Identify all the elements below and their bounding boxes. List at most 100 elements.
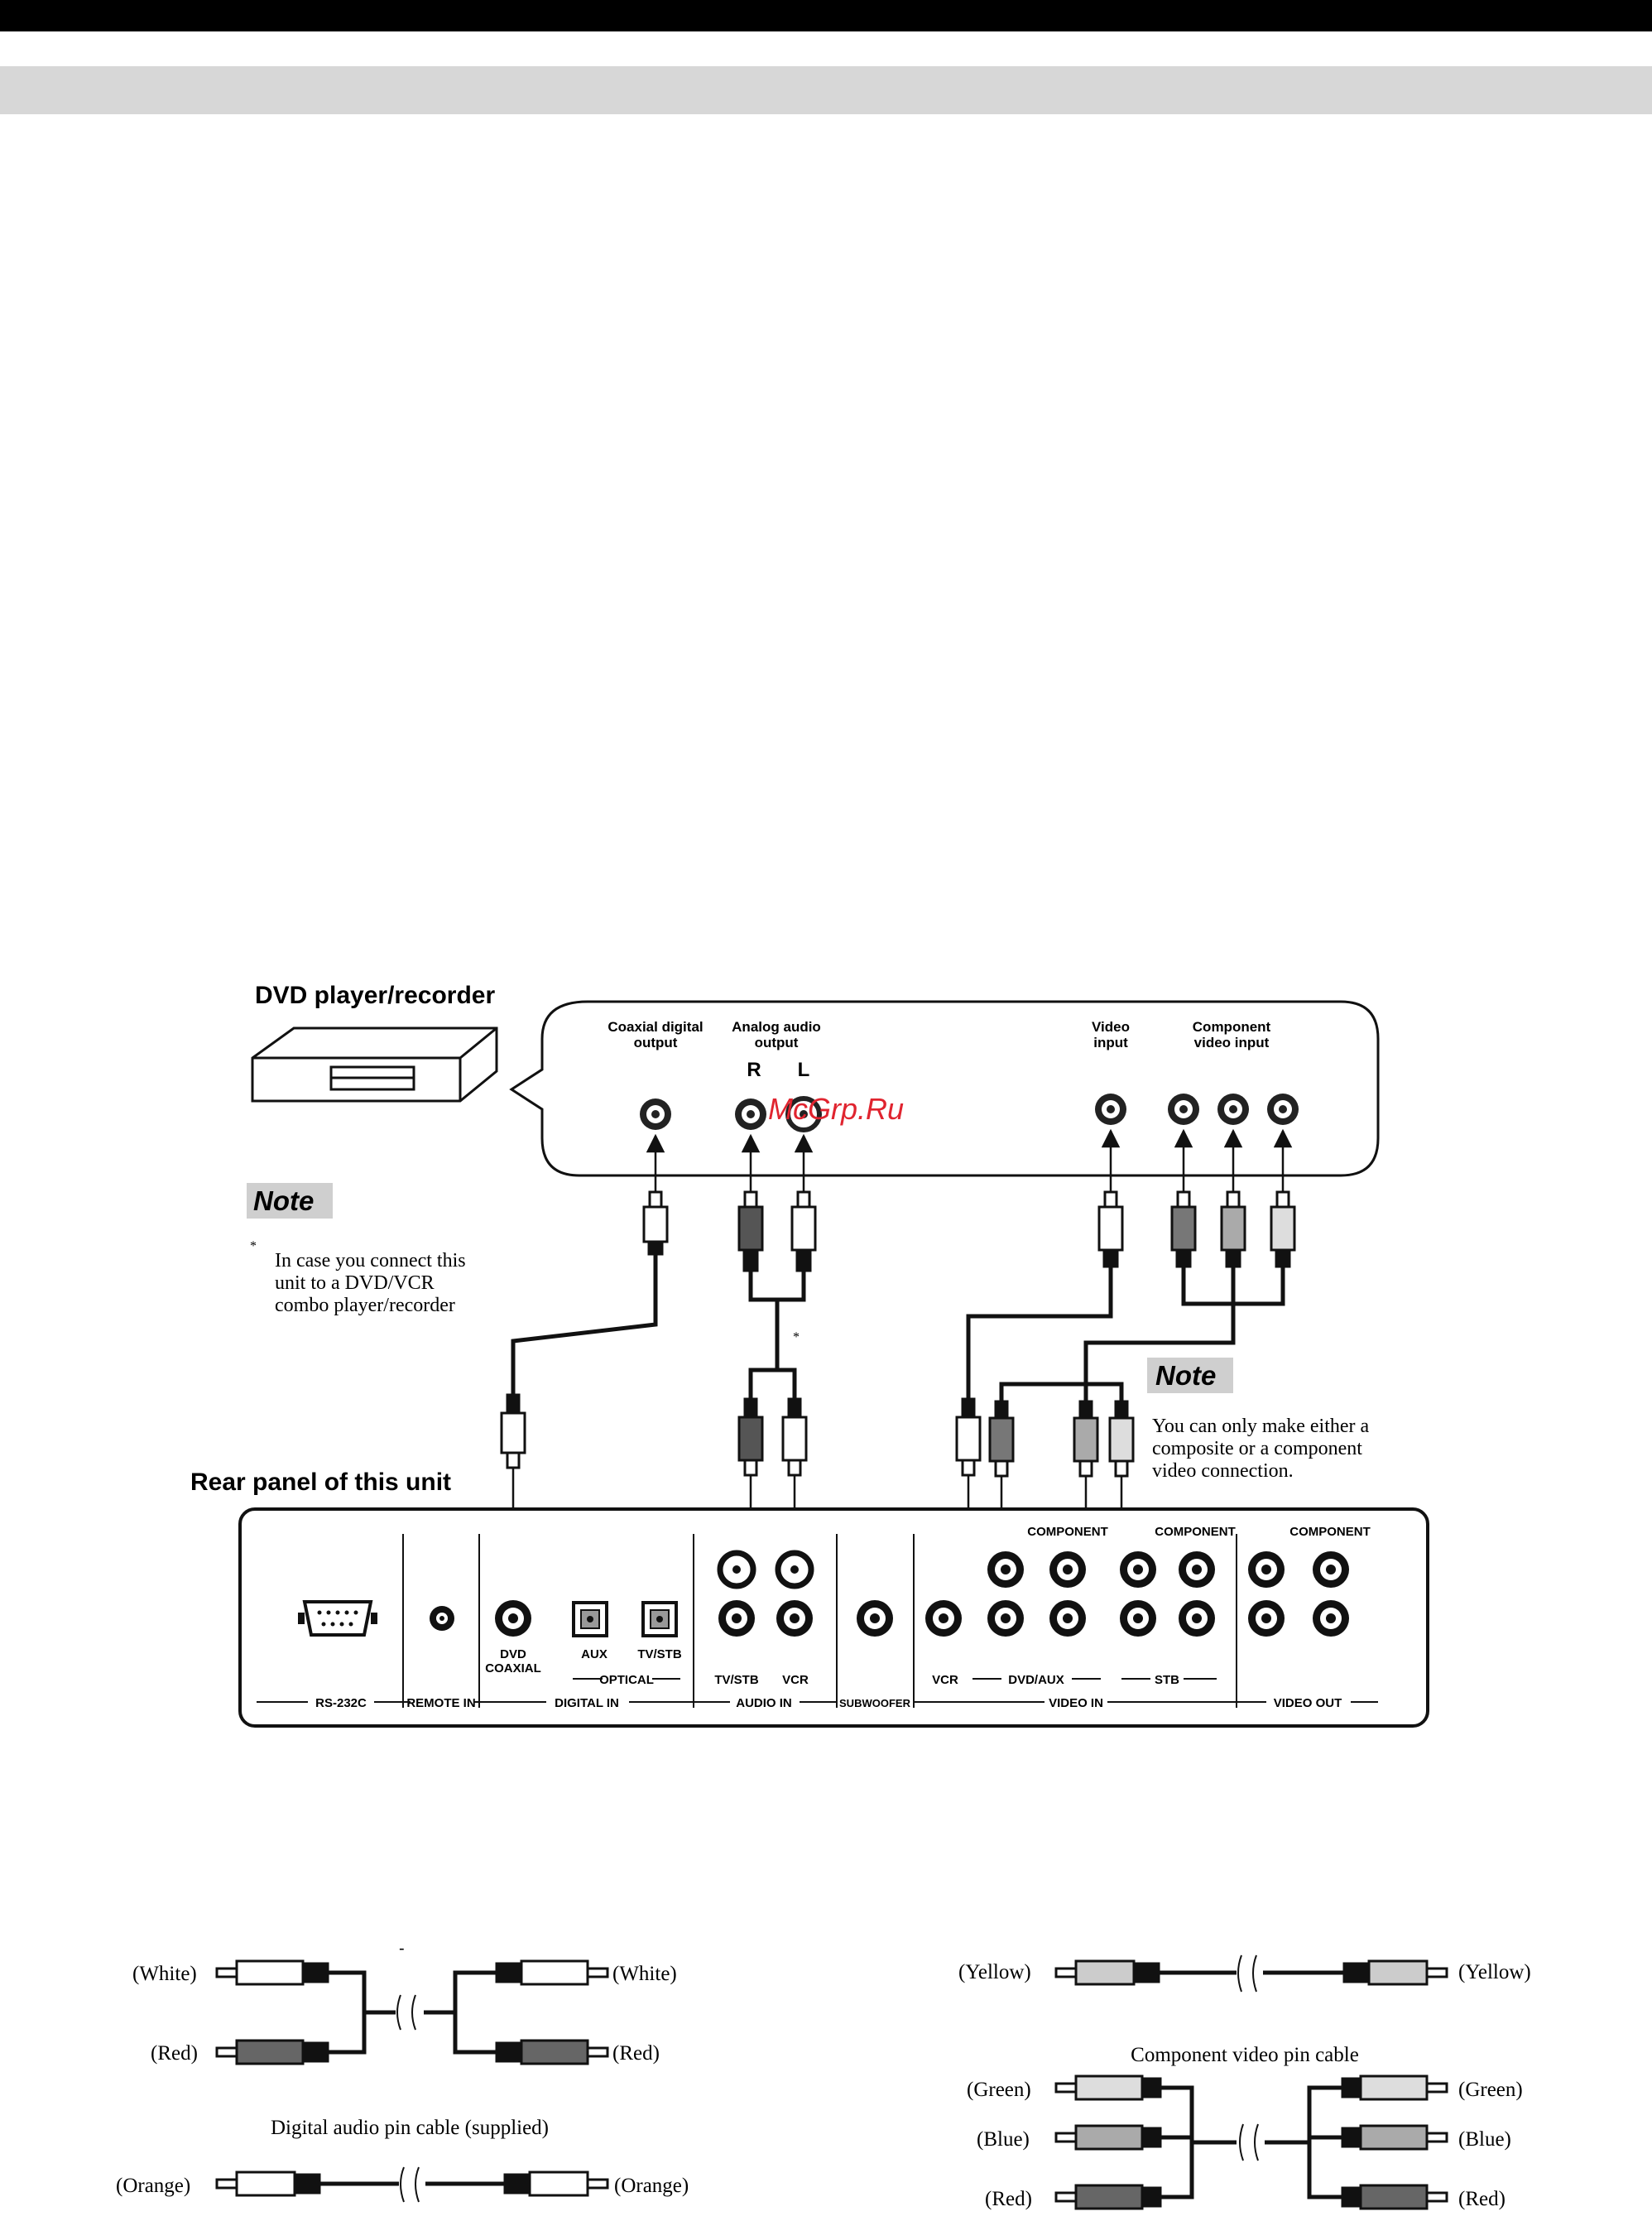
header-bar	[0, 0, 1652, 31]
source-bubble	[509, 1000, 1380, 1177]
video-out-comp-y-jack	[1248, 1551, 1285, 1588]
note-2-badge-bg	[1147, 1358, 1233, 1393]
component-cable-title: Component video pin cable	[1131, 2044, 1359, 2066]
note-1-badge: Note	[253, 1185, 314, 1216]
video-dvd-comp-y-jack	[987, 1551, 1024, 1588]
plug-audio-r-top	[737, 1190, 764, 1272]
source-jack-audio-r	[735, 1098, 766, 1130]
comp-blue-left-label: (Blue)	[977, 2128, 1030, 2151]
plug-audio-r-bottom	[737, 1397, 764, 1477]
plug-comp-pb-top	[1220, 1190, 1246, 1268]
video-pin-cable: (Yellow) (Yellow)	[958, 1954, 1531, 1993]
tvstb-optical-label: TV/STB	[637, 1647, 682, 1661]
audio-white-right-label: (White)	[612, 1963, 677, 1985]
plug-comp-y-top	[1170, 1190, 1197, 1268]
video-stb-composite-jack	[1120, 1600, 1156, 1637]
video-vcr-jack	[925, 1600, 962, 1637]
source-plugs	[642, 1190, 1296, 1272]
analog-l-label: L	[798, 1059, 810, 1081]
source-arrows	[646, 1128, 1293, 1192]
plug-comp-pr-bottom	[1108, 1400, 1135, 1478]
video-stb-comp-pr-jack	[1179, 1600, 1215, 1637]
source-jack-component-y	[1168, 1094, 1199, 1125]
remote-in-jack	[430, 1606, 454, 1631]
vcr-audio-label: VCR	[782, 1673, 809, 1687]
watermark: McGrp.Ru	[768, 1092, 904, 1126]
cable-asterisk: *	[793, 1330, 800, 1344]
component-label-dvd: COMPONENT	[1027, 1525, 1108, 1539]
digital-cable-title: Digital audio pin cable (supplied)	[271, 2117, 549, 2139]
stb-label: STB	[1155, 1673, 1179, 1687]
source-jack-component-pr	[1267, 1094, 1299, 1125]
dvd-aux-label: DVD/AUX	[1008, 1673, 1064, 1687]
panel-dividers	[402, 1534, 1237, 1708]
aux-optical-port	[572, 1601, 608, 1637]
digital-left-label: (Orange)	[116, 2175, 190, 2197]
analog-r-label: R	[747, 1059, 761, 1081]
dvd-player-icon	[251, 1026, 498, 1103]
source-jack-video	[1095, 1094, 1126, 1125]
plug-coaxial-bottom	[500, 1393, 526, 1469]
audio-red-right-label: (Red)	[612, 2042, 660, 2065]
video-out-jacks	[1248, 1551, 1349, 1637]
audio-tvstb-l-jack	[717, 1550, 756, 1589]
note-1-asterisk: *	[250, 1239, 257, 1253]
source-title: DVD player/recorder	[255, 982, 495, 1009]
video-out-composite-jack	[1248, 1600, 1285, 1637]
legend-dash: -	[399, 1940, 405, 1958]
digital-pin-cable: (Orange) (Orange)	[116, 2166, 689, 2203]
video-dvd-comp-pb-jack	[1049, 1551, 1086, 1588]
audio-tvstb-r-jack	[718, 1600, 755, 1637]
note-2-badge: Note	[1155, 1360, 1216, 1391]
audio-white-left-label: (White)	[132, 1963, 197, 1985]
comp-red-left-label: (Red)	[985, 2188, 1032, 2210]
plug-comp-pb-bottom	[1073, 1400, 1099, 1478]
plug-video-top	[1097, 1190, 1124, 1268]
video-out-comp-pb-jack	[1313, 1551, 1349, 1588]
video-yellow-left-label: (Yellow)	[958, 1961, 1031, 1983]
optical-label: OPTICAL	[599, 1673, 654, 1687]
rs232c-port	[298, 1600, 377, 1637]
section-digital-in: DIGITAL IN	[555, 1696, 619, 1710]
video-dvd-comp-pr-jack	[1049, 1600, 1086, 1637]
section-rs232c: RS-232C	[315, 1696, 367, 1710]
rear-panel-title: Rear panel of this unit	[190, 1469, 451, 1496]
vcr-video-label: VCR	[932, 1673, 958, 1687]
comp-red-right-label: (Red)	[1458, 2188, 1506, 2210]
digital-right-label: (Orange)	[614, 2175, 689, 2197]
tvstb-audio-label: TV/STB	[714, 1673, 759, 1687]
video-stb-comp-pb-jack	[1179, 1551, 1215, 1588]
section-video-out: VIDEO OUT	[1274, 1696, 1342, 1710]
plug-audio-l-bottom	[781, 1397, 808, 1477]
source-jack-component-pb	[1217, 1094, 1249, 1125]
audio-vcr-r-jack	[776, 1600, 813, 1637]
aux-label: AUX	[581, 1647, 607, 1661]
section-audio-in: AUDIO IN	[736, 1696, 792, 1710]
source-jack-audio-l	[785, 1096, 822, 1132]
audio-in-jacks	[717, 1550, 814, 1637]
tvstb-optical-port	[641, 1601, 678, 1637]
dvd-coaxial-jack	[495, 1600, 531, 1637]
video-dvd-composite-jack	[987, 1600, 1024, 1637]
panel-section-labels: RS-232C REMOTE IN DIGITAL IN AUDIO IN SU…	[315, 1696, 1342, 1710]
source-jack-coaxial	[640, 1098, 671, 1130]
plug-audio-l-top	[790, 1190, 817, 1272]
component-label-stb: COMPONENT	[1155, 1525, 1236, 1539]
component-pin-cable: (Green) (Blue) (Red) (Green) (Blue) (Red…	[967, 2074, 1523, 2210]
plug-video-bottom	[955, 1397, 982, 1477]
section-remote-in: REMOTE IN	[406, 1696, 475, 1710]
component-label-out: COMPONENT	[1289, 1525, 1371, 1539]
comp-green-left-label: (Green)	[967, 2079, 1031, 2101]
plug-coaxial-top	[642, 1190, 669, 1256]
subwoofer-jack	[857, 1600, 893, 1637]
cable-lines	[511, 1254, 1285, 1401]
